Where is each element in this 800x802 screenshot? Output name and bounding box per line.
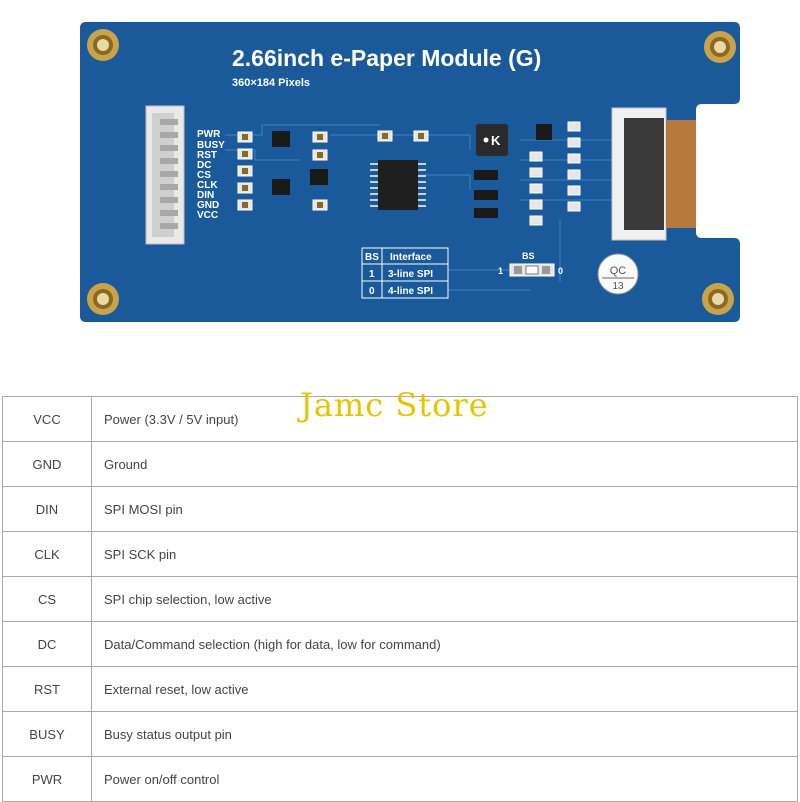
silk-label-cs: CS	[197, 170, 211, 181]
pin-name-cell: DIN	[2, 486, 92, 532]
mounting-hole-bottom-left	[87, 283, 119, 315]
pin-description-cell: External reset, low active	[91, 666, 798, 712]
pin-description-cell: SPI chip selection, low active	[91, 576, 798, 622]
pin-description-cell: Ground	[91, 441, 798, 487]
mounting-hole-top-right	[704, 31, 736, 63]
bs-switch-left: 1	[498, 266, 503, 276]
bs-table-header-interface: Interface	[390, 252, 432, 263]
bs-switch-label: BS	[522, 251, 535, 261]
pin-name-cell: RST	[2, 666, 92, 712]
silk-label-gnd: GND	[197, 200, 219, 211]
pin-name-cell: PWR	[2, 756, 92, 802]
silk-label-pwr: PWR	[197, 129, 221, 140]
bs-table-header-bs: BS	[365, 252, 379, 263]
silk-label-clk: CLK	[197, 180, 218, 191]
qc-sticker-number: 13	[612, 281, 624, 292]
module-resolution: 360×184 Pixels	[232, 77, 310, 89]
mounting-hole-top-left	[87, 29, 119, 61]
module-title: 2.66inch e-Paper Module (G)	[232, 45, 541, 71]
pin-description-cell: SPI SCK pin	[91, 531, 798, 577]
pin-description-cell: Data/Command selection (high for data, l…	[91, 621, 798, 667]
inductor	[476, 124, 508, 156]
qc-sticker: QC 13	[597, 253, 639, 295]
silk-label-din: DIN	[197, 190, 214, 201]
inductor-marking: K	[491, 133, 501, 148]
silk-label-dc: DC	[197, 160, 211, 171]
mounting-hole-bottom-right	[702, 283, 734, 315]
bs-table-row2-interface: 4-line SPI	[388, 286, 433, 297]
bs-switch-right: 0	[558, 266, 563, 276]
bs-table-row1-interface: 3-line SPI	[388, 269, 433, 280]
fpc-connector	[611, 107, 696, 241]
pin-description-cell: SPI MOSI pin	[91, 486, 798, 532]
pin-name-cell: CLK	[2, 531, 92, 577]
epaper-module-board: 2.66inch e-Paper Module (G) 360×184 Pixe…	[80, 22, 740, 322]
pin-labels: PWR BUSY RST DC CS CLK DIN GND VCC	[197, 129, 225, 221]
pin-name-cell: DC	[2, 621, 92, 667]
inductor-dot-icon	[483, 137, 489, 143]
smd-components	[237, 121, 581, 226]
silk-label-rst: RST	[197, 150, 217, 161]
pin-description-cell: Busy status output pin	[91, 711, 798, 757]
pin-header-connector	[145, 105, 185, 245]
pin-name-cell: GND	[2, 441, 92, 487]
pin-description-cell: Power (3.3V / 5V input)	[91, 396, 798, 442]
silk-label-busy: BUSY	[197, 140, 225, 151]
pin-name-cell: VCC	[2, 396, 92, 442]
qc-sticker-text: QC	[610, 265, 627, 277]
bs-table: BS Interface 1 3-line SPI 0 4-line SPI	[361, 247, 449, 299]
silk-label-vcc: VCC	[197, 210, 218, 221]
pin-description-cell: Power on/off control	[91, 756, 798, 802]
pin-name-cell: BUSY	[2, 711, 92, 757]
bs-switch: BS 1 0	[498, 251, 563, 277]
bs-table-row2-bs: 0	[369, 286, 375, 297]
bs-table-row1-bs: 1	[369, 269, 375, 280]
driver-ic	[378, 160, 418, 210]
pin-name-cell: CS	[2, 576, 92, 622]
